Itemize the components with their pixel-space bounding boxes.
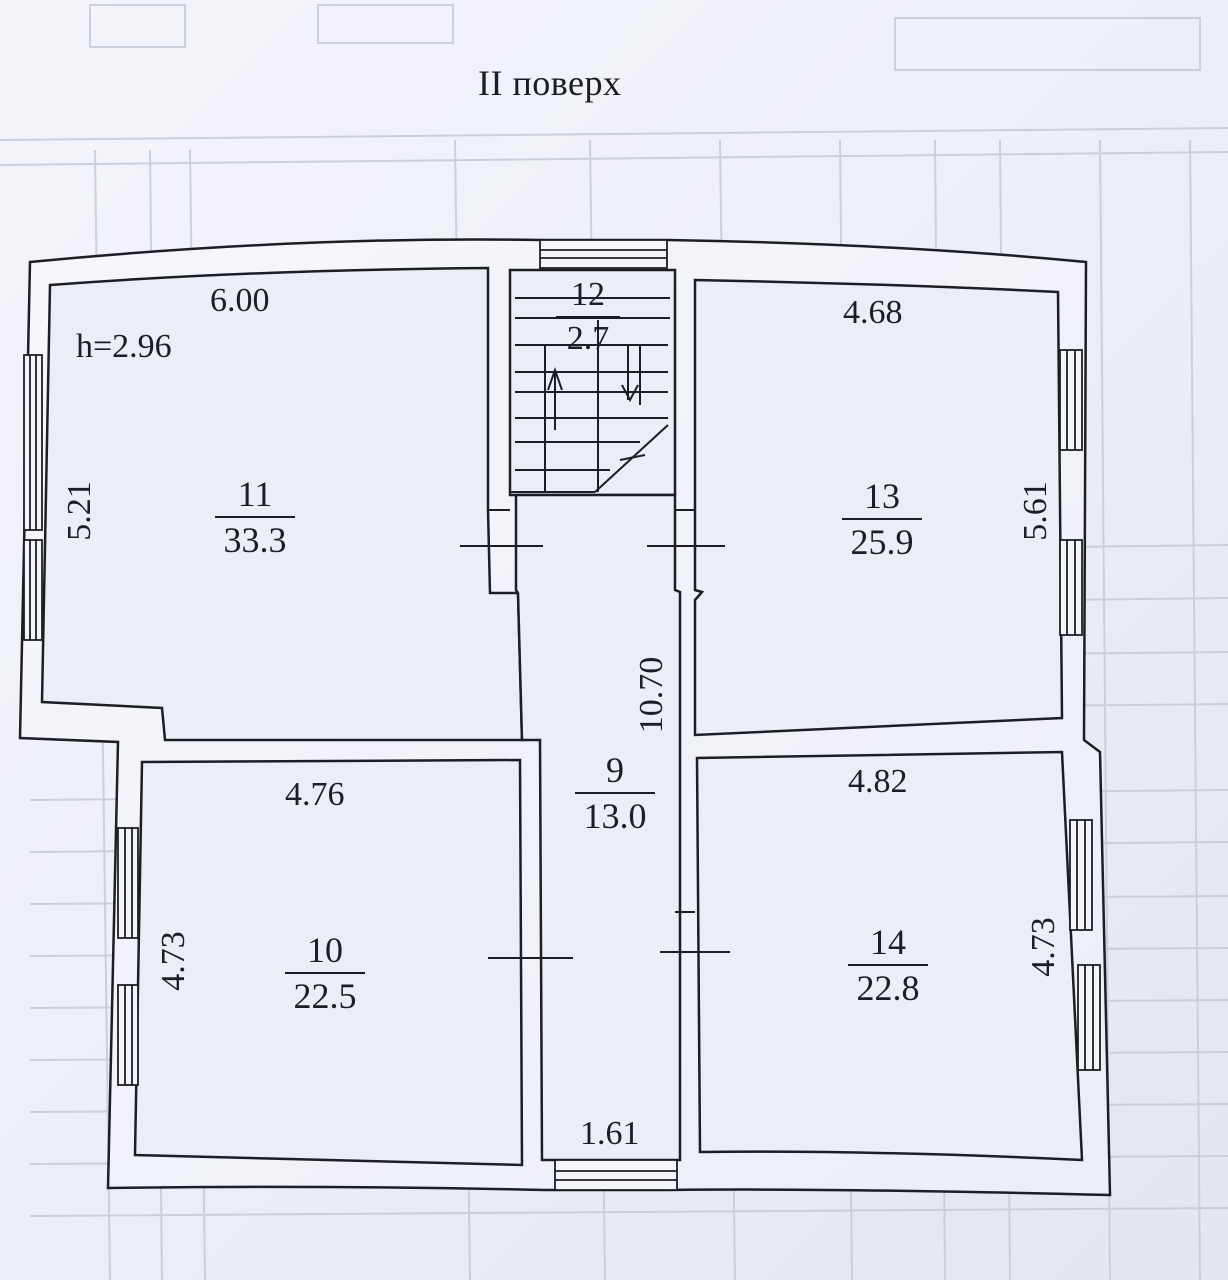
room-13-length-label: 5.61 [1017,481,1054,541]
corridor-width-label: 1.61 [580,1115,640,1152]
room-10-length-label: 4.73 [155,931,192,991]
room-14-outline [695,750,1084,1162]
room-13-label: 13 25.9 [842,478,922,560]
room-13-number: 13 [842,478,922,520]
room-10-label: 10 22.5 [285,932,365,1014]
room-10-outline [133,758,524,1167]
stairs [510,297,670,493]
room-14-label: 14 22.8 [848,924,928,1006]
room-9-area: 13.0 [583,796,647,836]
room-10-number: 10 [285,932,365,974]
room-10-width-label: 4.76 [285,776,345,813]
room-11-width-label: 6.00 [210,282,270,319]
room-13-width-label: 4.68 [843,294,903,331]
room-14-number: 14 [848,924,928,966]
room-10-area: 22.5 [293,976,357,1016]
room-13-outline [693,278,1064,737]
ceiling-height-label: h=2.96 [76,328,172,365]
corridor-length-label: 10.70 [633,656,670,734]
room-12-number: 12 [556,278,620,318]
room-11-label: 11 33.3 [215,476,295,558]
room-9-number: 9 [575,752,655,794]
room-14-length-label: 4.73 [1025,917,1062,977]
room-14-area: 22.8 [856,968,920,1008]
room-9-label: 9 13.0 [575,752,655,834]
room-11-area: 33.3 [223,520,287,560]
room-13-area: 25.9 [850,522,914,562]
room-14-width-label: 4.82 [848,763,908,800]
room-12-outline [508,268,677,497]
room-11-outline [40,266,524,742]
room-9-outline [514,493,682,1162]
room-12-area: 2.7 [566,320,610,357]
room-11-number: 11 [215,476,295,518]
room-11-length-label: 5.21 [61,481,98,541]
door-marks [460,509,730,959]
room-12-label: 12 2.7 [556,278,620,356]
windows [23,239,1101,1191]
floor-title: II поверх [478,63,622,103]
